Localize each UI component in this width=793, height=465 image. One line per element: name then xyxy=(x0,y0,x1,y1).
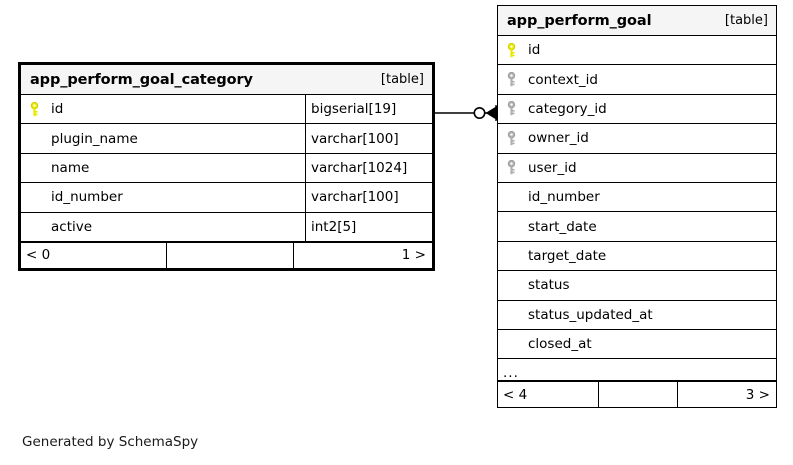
column-name: user_id xyxy=(528,159,577,176)
column-type: varchar[1024] xyxy=(305,153,432,183)
table-title: app_perform_goal_category xyxy=(30,71,253,88)
table-title: app_perform_goal xyxy=(507,12,652,29)
foreign-key-icon xyxy=(506,160,524,175)
table-row[interactable]: context_id xyxy=(498,65,776,95)
child-relations-count[interactable]: 3 > xyxy=(745,386,770,403)
table-header: app_perform_goal [table] xyxy=(498,6,776,36)
column-name-cell: name xyxy=(21,154,305,182)
table-row[interactable]: status_updated_at xyxy=(498,301,776,330)
table-row[interactable]: id_number varchar[100] xyxy=(21,183,432,213)
more-columns-indicator: ... xyxy=(503,365,519,382)
column-name-cell: target_date xyxy=(498,242,776,270)
column-name-cell: id xyxy=(498,36,776,64)
column-name-cell: status xyxy=(498,271,776,299)
table-kind-label: [table] xyxy=(380,72,424,87)
column-type: bigserial[19] xyxy=(305,95,432,124)
column-name: name xyxy=(51,159,90,176)
column-name-cell: category_id xyxy=(498,95,776,123)
table-app-perform-goal-category[interactable]: app_perform_goal_category [table] id big… xyxy=(18,62,435,271)
column-name-cell: start_date xyxy=(498,212,776,240)
column-name-cell: user_id xyxy=(498,154,776,182)
generated-by-caption: Generated by SchemaSpy xyxy=(22,434,199,450)
table-row[interactable]: id xyxy=(498,36,776,66)
table-row[interactable]: start_date xyxy=(498,212,776,242)
child-relations-count[interactable]: 1 > xyxy=(401,247,426,264)
foreign-key-icon xyxy=(506,130,524,146)
table-header: app_perform_goal_category [table] xyxy=(21,65,432,95)
column-name-cell: owner_id xyxy=(498,124,776,152)
table-kind-label: [table] xyxy=(724,13,768,28)
column-type: varchar[100] xyxy=(305,124,432,153)
column-name: active xyxy=(51,218,93,235)
column-name: id_number xyxy=(528,189,600,206)
table-row[interactable]: category_id xyxy=(498,95,776,125)
column-name: status_updated_at xyxy=(528,306,653,323)
footer-middle-cell xyxy=(598,382,678,408)
table-row[interactable]: id bigserial[19] xyxy=(21,95,432,125)
column-name-cell: plugin_name xyxy=(21,124,305,152)
column-name-cell: closed_at xyxy=(498,330,776,358)
table-row[interactable]: closed_at xyxy=(498,330,776,360)
column-name: id_number xyxy=(51,189,123,206)
table-row[interactable]: active int2[5] xyxy=(21,212,432,242)
table-row[interactable]: user_id xyxy=(498,154,776,183)
column-type: int2[5] xyxy=(305,212,432,241)
table-footer: < 0 1 > xyxy=(21,241,432,268)
foreign-key-icon xyxy=(506,101,524,116)
table-row[interactable]: id_number xyxy=(498,183,776,213)
column-name: plugin_name xyxy=(51,130,138,147)
foreign-key-icon xyxy=(506,72,524,87)
column-type: varchar[100] xyxy=(305,183,432,212)
column-name: category_id xyxy=(528,100,607,117)
column-name-cell: active xyxy=(21,213,305,241)
column-name-cell: id xyxy=(21,95,305,123)
table-row[interactable]: target_date xyxy=(498,242,776,272)
primary-key-icon xyxy=(506,42,524,58)
column-name: target_date xyxy=(528,247,607,264)
table-row[interactable]: status xyxy=(498,271,776,301)
table-footer: < 4 3 > xyxy=(498,381,776,408)
column-name: id xyxy=(528,42,541,59)
table-row[interactable]: name varchar[1024] xyxy=(21,153,432,184)
column-name: closed_at xyxy=(528,336,592,353)
footer-middle-cell xyxy=(166,242,294,268)
column-name: status xyxy=(528,277,570,294)
column-name-cell: id_number xyxy=(21,183,305,211)
column-name: context_id xyxy=(528,71,598,88)
table-row[interactable]: owner_id xyxy=(498,124,776,154)
column-name-cell: status_updated_at xyxy=(498,301,776,329)
table-row[interactable]: plugin_name varchar[100] xyxy=(21,124,432,154)
column-name: owner_id xyxy=(528,130,589,147)
column-name: start_date xyxy=(528,218,597,235)
primary-key-icon xyxy=(29,101,47,117)
table-app-perform-goal[interactable]: app_perform_goal [table] id xyxy=(497,5,777,409)
parent-relations-count[interactable]: < 4 xyxy=(503,386,528,403)
column-name-cell: context_id xyxy=(498,65,776,93)
parent-relations-count[interactable]: < 0 xyxy=(26,247,51,264)
more-columns-row[interactable]: ... xyxy=(498,359,776,382)
column-name-cell: id_number xyxy=(498,183,776,211)
column-name: id xyxy=(51,101,64,118)
